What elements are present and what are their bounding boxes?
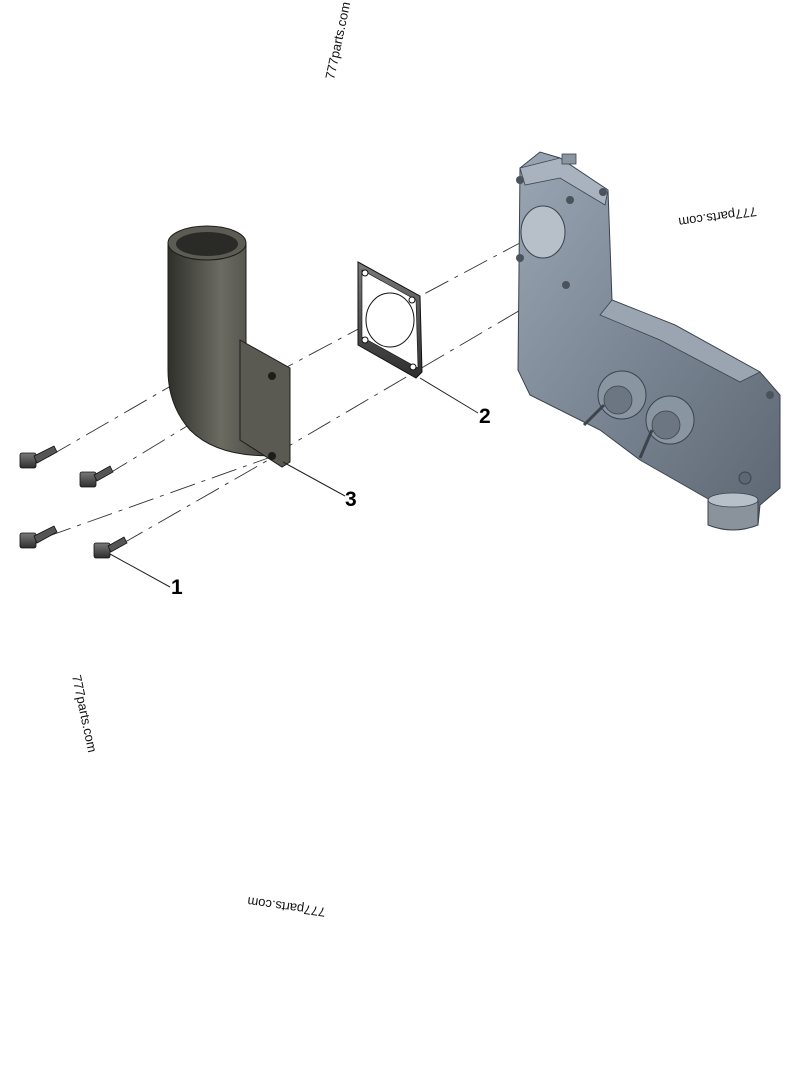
gasket — [357, 261, 423, 379]
bolt-2 — [79, 465, 114, 488]
watermark-bottom: 777parts.com — [246, 894, 326, 920]
callout-leaders — [109, 377, 479, 588]
callout-2: 2 — [479, 405, 491, 428]
callout-1: 1 — [171, 576, 183, 599]
callout-3: 3 — [345, 488, 357, 511]
watermark-top: 777parts.com — [322, 0, 353, 80]
bolt-1 — [19, 445, 58, 469]
watermark-right: 777parts.com — [678, 204, 758, 230]
watermark-left: 777parts.com — [69, 674, 100, 754]
bolt-3 — [19, 525, 58, 549]
assembly-center-lines — [45, 227, 564, 546]
bolt-4 — [93, 536, 128, 559]
thermostat-housing — [516, 151, 781, 531]
outlet-elbow — [167, 225, 291, 468]
